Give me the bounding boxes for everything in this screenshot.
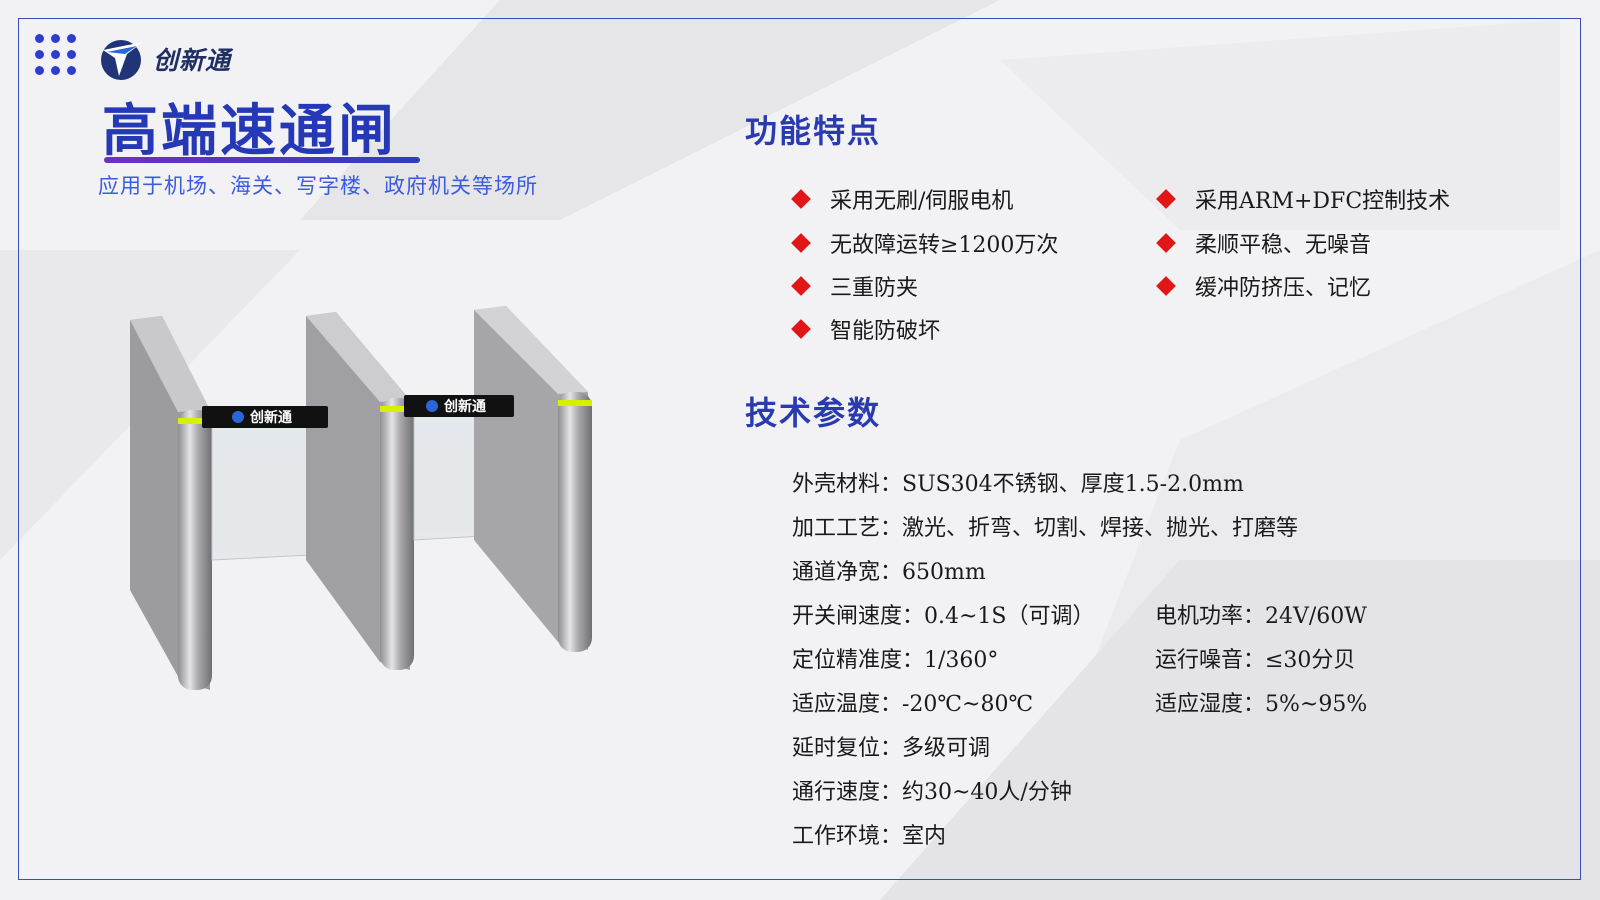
feature-item: 缓冲防挤压、记忆	[1155, 270, 1371, 302]
gate-panel-logo-1: 创新通	[249, 409, 292, 426]
turnstile-gate-image: 创新通 创新通	[130, 306, 592, 690]
specs-heading: 技术参数	[745, 394, 882, 432]
brand-logo: 创新通	[97, 36, 231, 82]
spec-row: 通行速度：约30~40人/分钟	[792, 780, 1072, 805]
spec-row: 延时复位：多级可调	[792, 736, 991, 761]
spec-row: 适应湿度：5%~95%	[1155, 692, 1368, 717]
logo-text: 创新通	[153, 46, 232, 75]
spec-row: 电机功率：24V/60W	[1155, 604, 1367, 629]
features-heading: 功能特点	[745, 112, 882, 150]
bullet-diamond-icon	[1156, 276, 1176, 296]
feature-text: 智能防破坏	[830, 319, 941, 344]
page-title: 高端速通闸	[102, 99, 397, 164]
feature-text: 柔顺平稳、无噪音	[1195, 233, 1372, 258]
gate-panel-logo-2: 创新通	[443, 398, 486, 415]
spec-row: 通道净宽：650mm	[792, 560, 986, 585]
feature-text: 采用ARM+DFC控制技术	[1195, 189, 1451, 214]
feature-item: 三重防夹	[790, 270, 918, 302]
spec-row: 开关闸速度：0.4~1S（可调）	[792, 604, 1095, 629]
spec-row: 定位精准度：1/360°	[792, 648, 999, 673]
bullet-diamond-icon	[1156, 189, 1176, 209]
feature-item: 无故障运转≥1200万次	[790, 227, 1058, 259]
feature-item: 采用无刷/伺服电机	[790, 183, 1013, 215]
dots-icon	[35, 34, 77, 76]
feature-text: 三重防夹	[830, 276, 919, 301]
feature-text: 缓冲防挤压、记忆	[1195, 276, 1372, 301]
bullet-diamond-icon	[791, 189, 811, 209]
feature-item: 智能防破坏	[790, 313, 940, 345]
spec-row: 工作环境：室内	[792, 824, 947, 849]
bullet-diamond-icon	[1156, 233, 1176, 253]
feature-text: 采用无刷/伺服电机	[830, 189, 1014, 214]
logo-mark-icon	[101, 40, 143, 80]
feature-item: 采用ARM+DFC控制技术	[1155, 183, 1450, 215]
spec-row: 外壳材料：SUS304不锈钢、厚度1.5-2.0mm	[792, 472, 1244, 497]
feature-item: 柔顺平稳、无噪音	[1155, 227, 1371, 259]
bullet-diamond-icon	[791, 233, 811, 253]
feature-text: 无故障运转≥1200万次	[830, 233, 1059, 258]
bullet-diamond-icon	[791, 276, 811, 296]
bullet-diamond-icon	[791, 319, 811, 339]
page-subtitle: 应用于机场、海关、写字楼、政府机关等场所	[98, 174, 538, 198]
spec-row: 运行噪音：≤30分贝	[1155, 648, 1356, 673]
slide-frame	[18, 18, 1581, 880]
title-underline	[104, 157, 420, 163]
spec-row: 加工工艺：激光、折弯、切割、焊接、抛光、打磨等	[792, 516, 1299, 541]
spec-row: 适应温度：-20℃~80℃	[792, 692, 1034, 717]
